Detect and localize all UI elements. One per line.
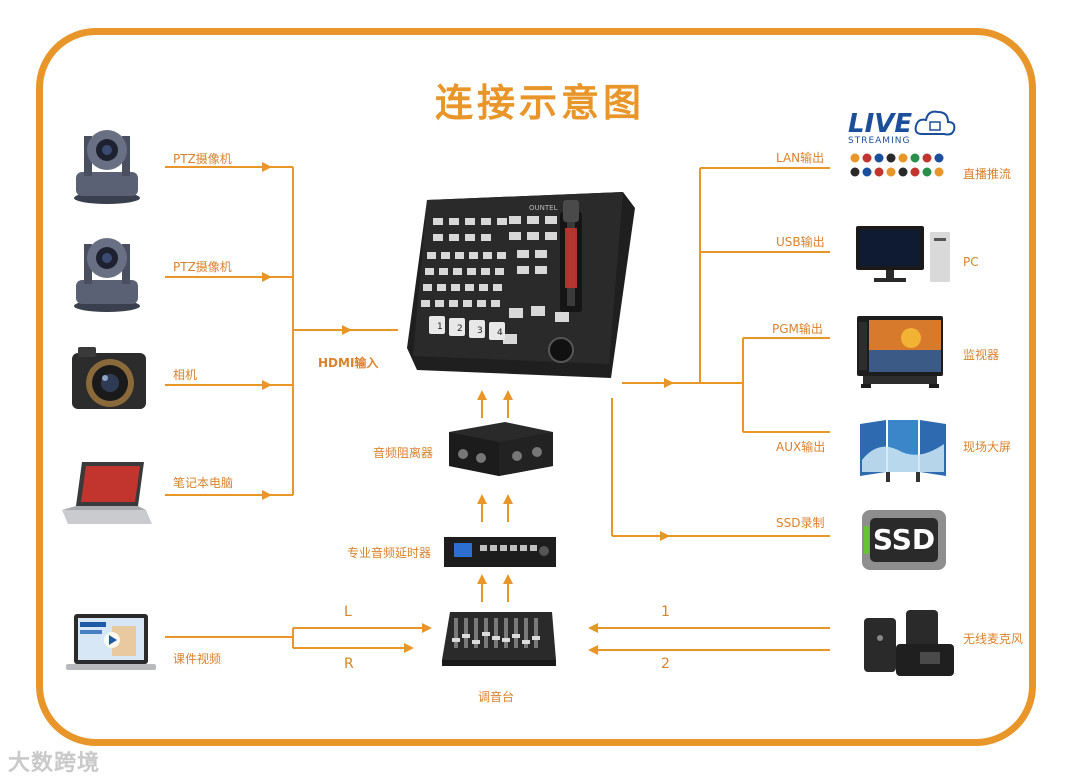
- course-video-icon: [66, 614, 156, 670]
- label-ptz1: PTZ摄像机: [173, 152, 232, 166]
- label-aux: AUX输出: [776, 440, 826, 454]
- pc-icon: [856, 226, 950, 282]
- label-big-screen: 现场大屏: [963, 440, 1012, 454]
- diagram-title: 连接示意图: [434, 81, 645, 125]
- label-lan: LAN输出: [776, 151, 825, 165]
- label-usb: USB输出: [776, 235, 825, 249]
- cloud-icon: [914, 110, 956, 136]
- label-mic: 无线麦克风: [963, 632, 1024, 646]
- laptop-icon: [62, 462, 152, 524]
- label-camera: 相机: [173, 368, 198, 382]
- switcher-key-4: 4: [497, 328, 503, 338]
- watermark: 大数跨境: [8, 751, 101, 776]
- label-monitor: 监视器: [963, 348, 1000, 362]
- label-course-video: 课件视频: [173, 652, 222, 666]
- switcher-key-2: 2: [457, 324, 463, 334]
- label-pgm: PGM输出: [772, 322, 823, 336]
- monitor-icon: [857, 316, 943, 388]
- audio-isolator-device: [449, 422, 553, 476]
- switcher-brand: OUNTEL: [529, 204, 558, 212]
- label-left: L: [344, 604, 352, 620]
- video-switcher-device: 1 2 3 4 OUNTEL: [407, 192, 635, 378]
- label-ptz2: PTZ摄像机: [173, 260, 232, 274]
- camera-icon: [72, 347, 146, 409]
- label-delay: 专业音频延时器: [347, 546, 432, 560]
- label-right: R: [344, 656, 354, 672]
- ssd-icon: SSD: [862, 510, 946, 570]
- switcher-key-3: 3: [477, 326, 483, 336]
- wireless-mic-icon: [864, 610, 954, 676]
- label-ch1: 1: [661, 604, 670, 620]
- label-laptop: 笔记本电脑: [173, 476, 234, 490]
- label-ssd-rec: SSD录制: [776, 516, 825, 530]
- diagram-frame: [36, 28, 1036, 746]
- ptz-camera-icon: [74, 130, 140, 204]
- label-console: 调音台: [478, 690, 515, 704]
- streaming-logo-text: STREAMING: [848, 136, 911, 146]
- switcher-key-1: 1: [437, 322, 443, 332]
- audio-delay-device: [444, 537, 556, 567]
- ssd-logo-text: SSD: [870, 518, 938, 562]
- label-pc: PC: [963, 255, 979, 269]
- live-logo-text: LIVE: [848, 109, 913, 139]
- label-ch2: 2: [661, 656, 670, 672]
- mixing-console-device: [442, 612, 556, 666]
- live-streaming-logo: LIVE STREAMING: [848, 110, 958, 182]
- big-screen-icon: [860, 420, 946, 482]
- label-isolator: 音频阻离器: [373, 446, 434, 460]
- social-icons-icon: [850, 153, 944, 177]
- ptz-camera-icon: [74, 238, 140, 312]
- label-hdmi-in: HDMI输入: [318, 356, 379, 370]
- label-live: 直播推流: [963, 167, 1012, 181]
